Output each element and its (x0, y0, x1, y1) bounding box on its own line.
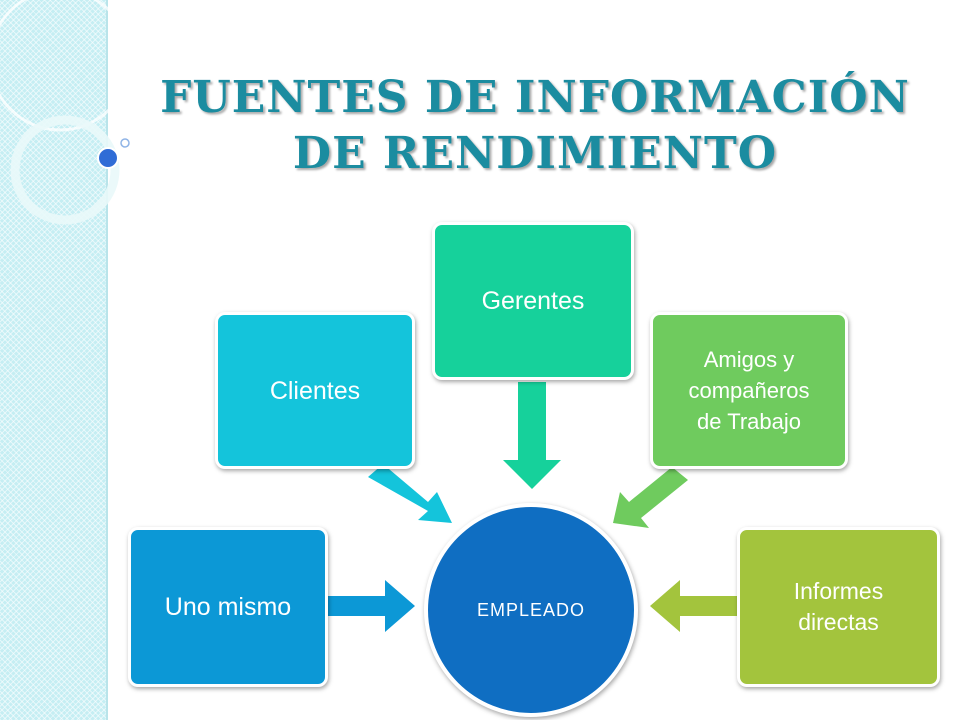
source-amigos: Amigos y compañeros de Trabajo (650, 312, 848, 469)
source-label-line: compañeros (688, 378, 810, 403)
deco-dot-large (97, 147, 119, 169)
center-label: EMPLEADO (476, 599, 586, 620)
title-line-2: DE RENDIMIENTO (292, 128, 778, 179)
source-label-line: Amigos y (703, 347, 795, 372)
page-title: FUENTES DE INFORMACIÓN DE RENDIMIENTO (110, 70, 960, 182)
source-clientes: Clientes (215, 312, 415, 469)
arrow-informes (650, 580, 738, 632)
deco-ring-large (0, 0, 132, 132)
deco-ring-medium (10, 115, 120, 225)
source-label: Clientes (269, 376, 361, 405)
source-label-line: directas (798, 609, 879, 635)
source-label-line: Informes (793, 578, 884, 604)
title-line-1: FUENTES DE INFORMACIÓN (160, 72, 910, 123)
source-gerentes: Gerentes (432, 222, 634, 380)
source-label: Gerentes (481, 287, 585, 315)
deco-dot-small (120, 138, 130, 148)
source-label: Uno mismo (164, 593, 292, 621)
arrow-gerentes (503, 382, 561, 489)
arrow-uno-mismo (326, 580, 415, 632)
arrow-clientes (368, 464, 452, 523)
arrow-amigos (613, 467, 688, 528)
source-informes: Informes directas (737, 527, 940, 687)
center-node-empleado: EMPLEADO (424, 503, 638, 717)
source-uno-mismo: Uno mismo (128, 527, 328, 687)
source-label-line: de Trabajo (697, 409, 801, 434)
